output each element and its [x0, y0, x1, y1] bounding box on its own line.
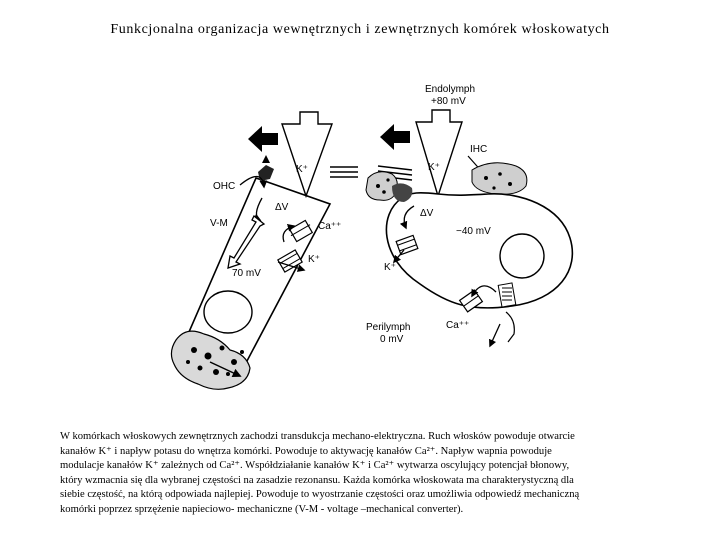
caption-line: kanałów K⁺ i napływ potasu do wnętrza ko…	[60, 445, 552, 457]
endolymph-label: Endolymph	[425, 84, 475, 95]
k-influx-arrow-right-icon	[415, 109, 463, 199]
k-influx-arrow-left-icon	[281, 111, 333, 199]
k-channel-right-icon	[393, 234, 419, 264]
k-plus-label-right: K⁺	[384, 262, 396, 273]
caption-line: który wzmacnia się dla wybranej częstośc…	[60, 474, 574, 486]
caption-line: komórki poprzez sprzężenie napieciowo- m…	[60, 503, 464, 515]
ihc-potential: −40 mV	[456, 226, 491, 237]
vm-label: V-M	[210, 218, 228, 229]
motion-arrow-left-icon	[248, 126, 278, 152]
k-label-left: K⁺	[296, 164, 308, 175]
page-title: Funkcjonalna organizacja wewnętrznych i …	[110, 22, 610, 37]
motion-arrow-right-icon	[380, 124, 410, 150]
outer-hair-cell	[170, 155, 358, 390]
delta-v-right: ΔV	[420, 208, 434, 219]
k-plus-label-left: K⁺	[308, 254, 320, 265]
ohc-label: OHC	[213, 181, 235, 192]
perilymph-label: Perilymph	[366, 322, 410, 333]
k-channel-left-icon	[277, 249, 306, 273]
endolymph-potential: +80 mV	[431, 96, 466, 107]
ohc-potential: 70 mV	[232, 268, 261, 279]
ihc-nucleus	[499, 233, 545, 279]
caption-line: W komórkach włoskowych zewnętrznych zach…	[60, 431, 575, 442]
delta-v-left: ΔV	[275, 202, 289, 213]
ihc-label: IHC	[470, 144, 487, 155]
k-label-right: K⁺	[428, 162, 440, 173]
perilymph-potential: 0 mV	[380, 334, 404, 345]
ca-label-left: Ca⁺⁺	[318, 221, 341, 232]
inner-hair-cell	[385, 192, 574, 309]
caption: W komórkach włoskowych zewnętrznych zach…	[60, 430, 665, 518]
vm-double-arrow-icon	[227, 214, 266, 269]
afferent-terminal-icon	[489, 282, 517, 348]
caption-line: siebie częstość, na którą odpowiada najl…	[60, 489, 580, 501]
ca-channel-right-icon	[458, 285, 497, 313]
ca-label-right: Ca⁺⁺	[446, 320, 469, 331]
caption-line: modulacje kanałów K⁺ zależnych od Ca²⁺. …	[60, 460, 570, 472]
ca-channel-left-icon	[282, 219, 314, 243]
